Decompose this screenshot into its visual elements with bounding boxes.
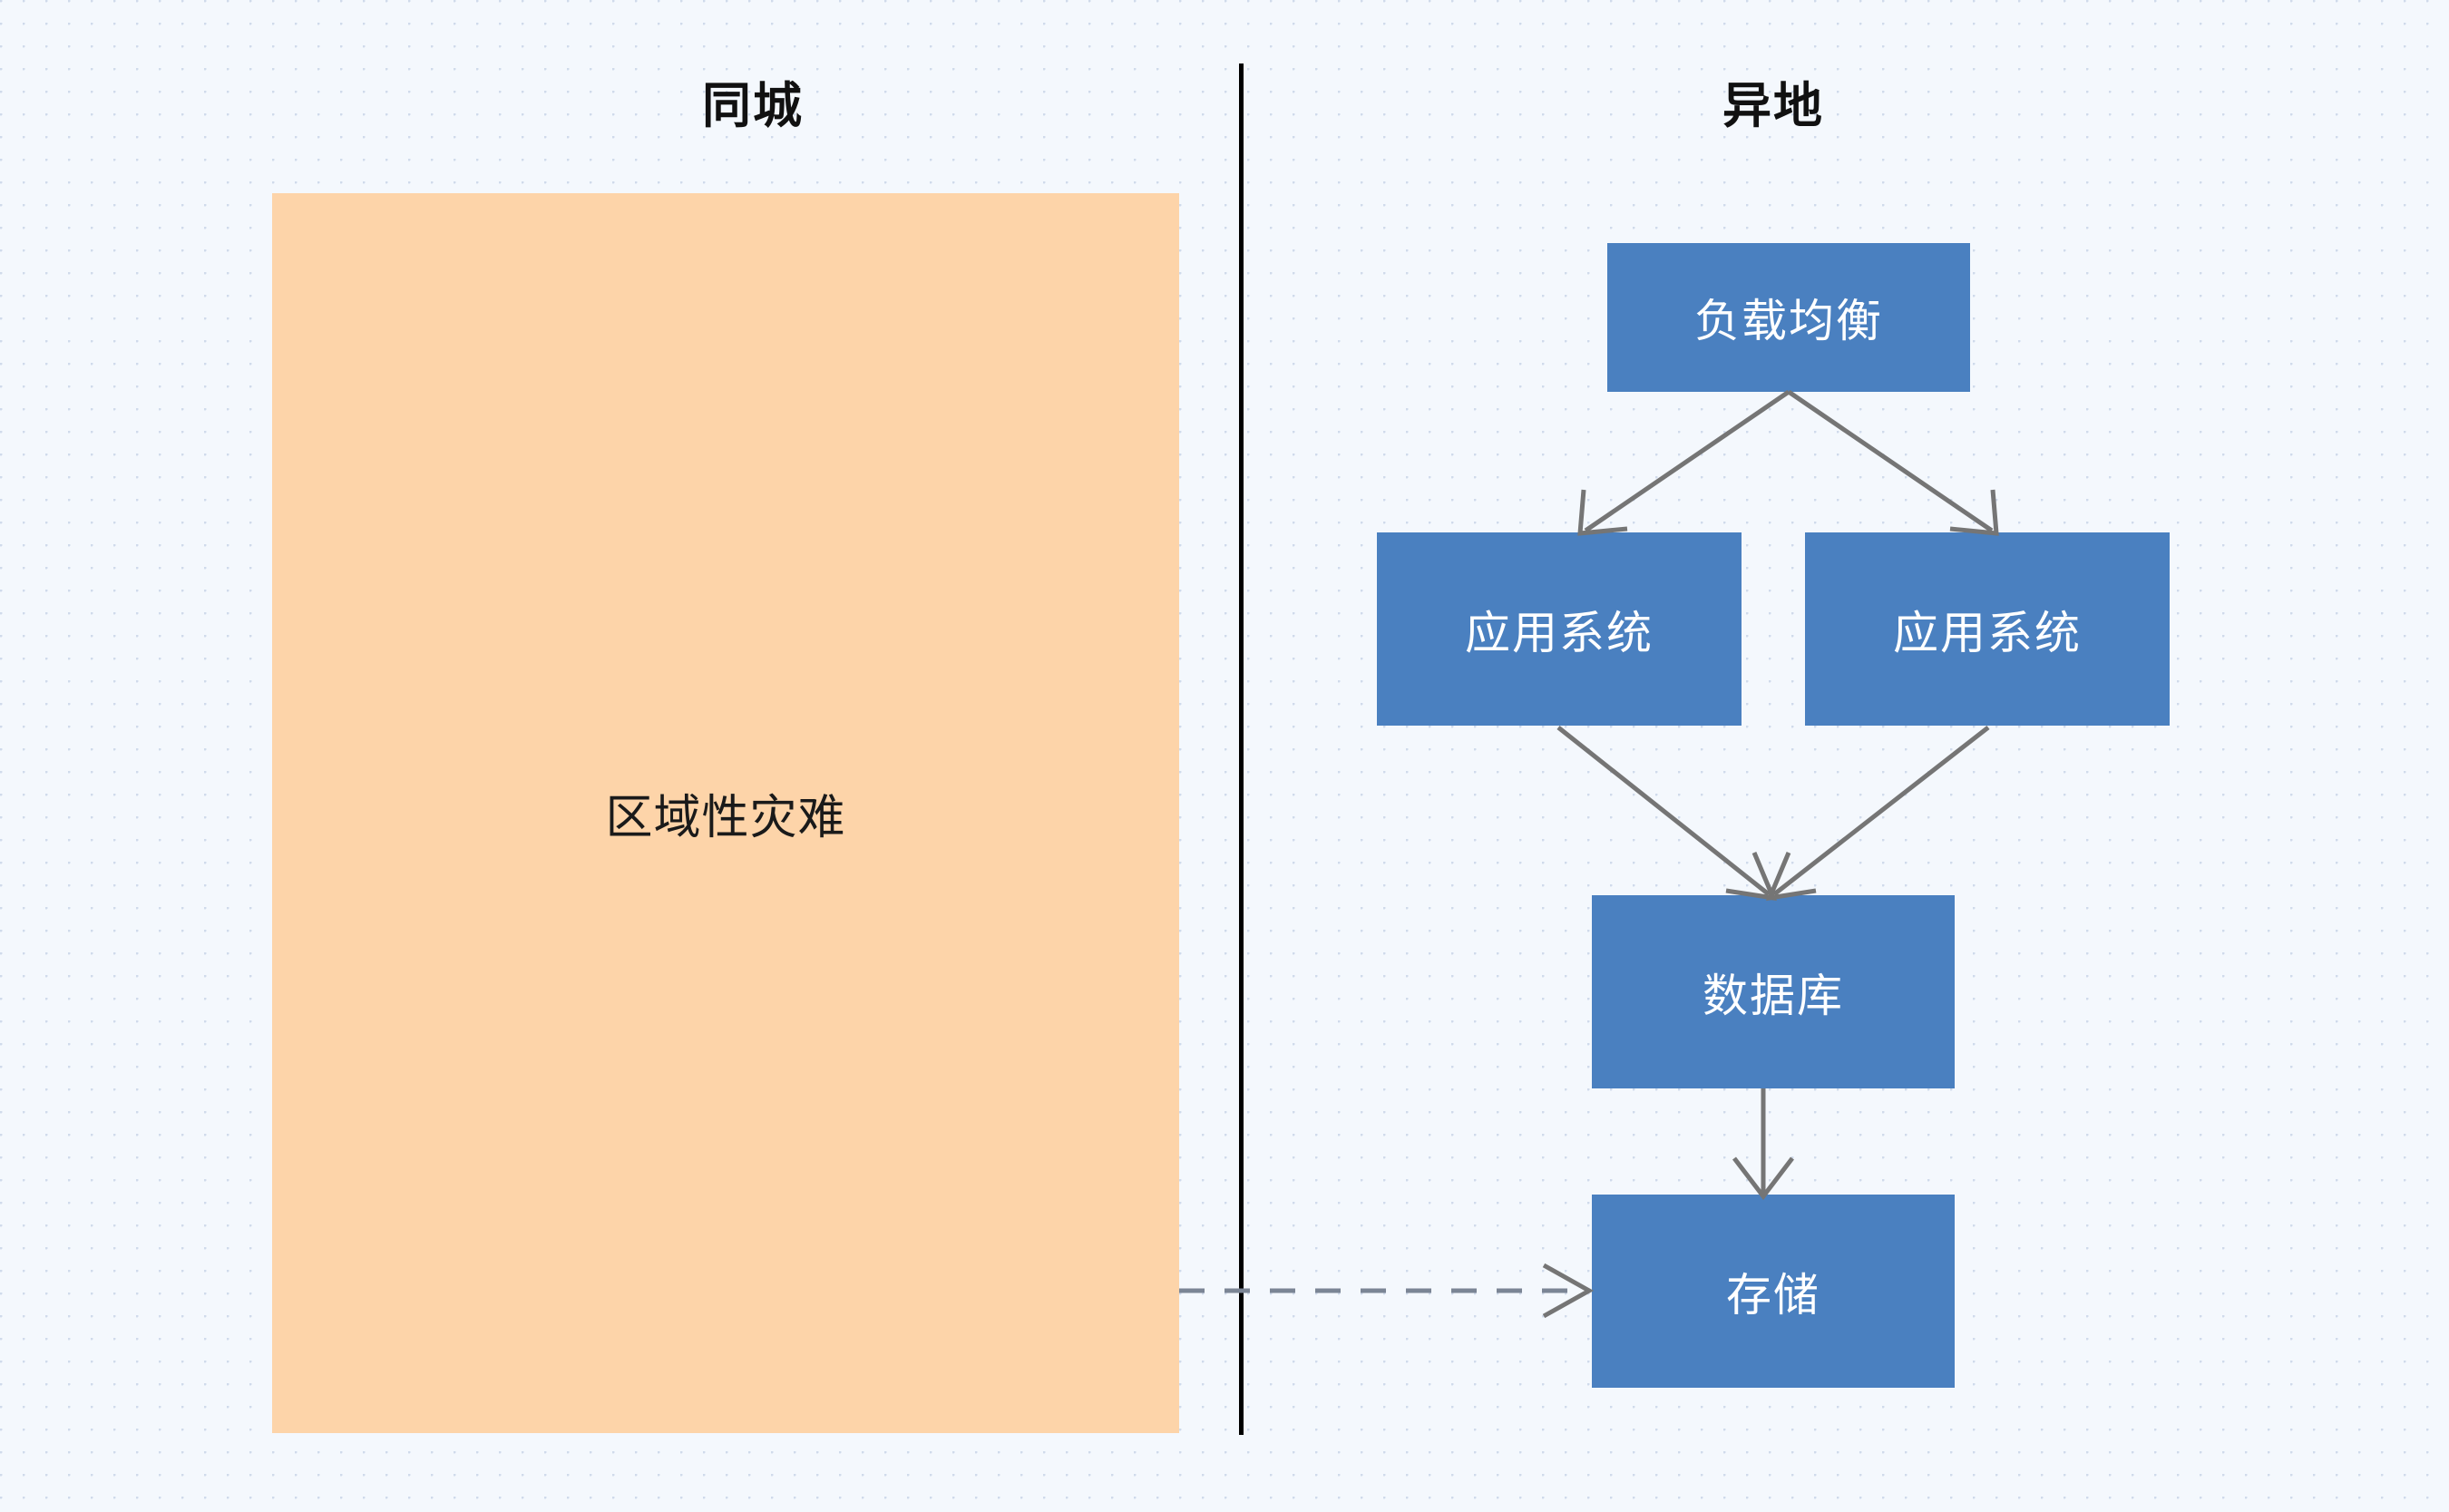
edge-lb-to-app2 <box>1787 389 1999 536</box>
regional-disaster-label: 区域性灾难 <box>605 792 846 844</box>
edge-db-to-storage <box>1732 1088 1794 1201</box>
edge-app2-to-db <box>1765 726 1990 902</box>
site-divider-line <box>1239 63 1244 1435</box>
edge-lb-to-app1 <box>1577 389 1790 536</box>
node-database[interactable]: 数据库 <box>1592 895 1955 1088</box>
column-title-remote-site: 异地 <box>1722 79 1824 133</box>
node-load-balancer[interactable]: 负载均衡 <box>1607 243 1970 392</box>
node-application-system-2[interactable]: 应用系统 <box>1805 532 2170 726</box>
node-storage[interactable]: 存储 <box>1592 1195 1955 1388</box>
edge-app1-to-db <box>1556 726 1778 902</box>
regional-disaster-region: 区域性灾难 <box>272 193 1179 1433</box>
node-application-system-1[interactable]: 应用系统 <box>1377 532 1742 726</box>
column-title-local-city: 同城 <box>702 79 804 133</box>
